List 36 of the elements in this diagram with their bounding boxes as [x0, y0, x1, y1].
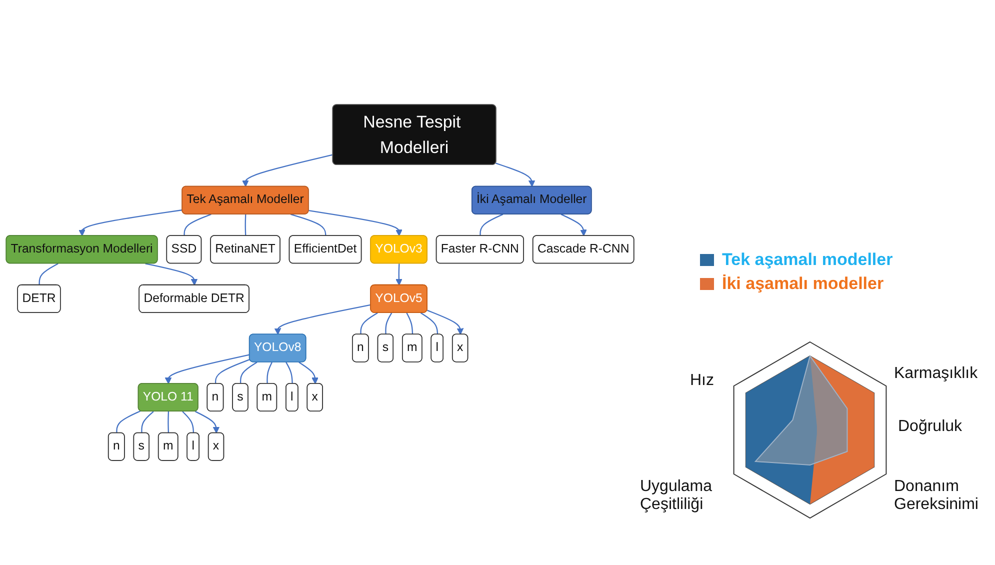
- axis-label: Karmaşıklık: [894, 365, 978, 383]
- connector: [38, 263, 58, 286]
- connector: [385, 312, 392, 335]
- connector: [240, 362, 258, 384]
- arrow: [242, 154, 334, 187]
- connector: [406, 312, 414, 335]
- arrow: [145, 263, 198, 286]
- connector: [168, 412, 170, 434]
- connector: [266, 362, 272, 384]
- arrow: [396, 264, 402, 286]
- connector: [214, 358, 250, 384]
- arrow: [560, 214, 587, 236]
- connector: [141, 411, 154, 434]
- connector: [116, 410, 141, 434]
- arrow: [496, 162, 536, 187]
- arrow: [298, 362, 318, 384]
- axis-label: Uygulama Çeşitliliği: [640, 478, 714, 514]
- axis-label: Hız: [690, 372, 714, 390]
- connector: [290, 214, 326, 236]
- connector: [360, 312, 378, 334]
- arrow: [195, 410, 220, 434]
- axis-label: Doğruluk: [898, 418, 962, 436]
- arrow: [274, 304, 372, 335]
- arrow: [427, 310, 464, 335]
- legend-text: İki aşamalı modeller: [722, 274, 884, 294]
- axis-label: Donanım Gereksinimi: [894, 478, 980, 514]
- connector: [244, 214, 246, 236]
- connector: [480, 214, 504, 236]
- connector: [420, 312, 438, 334]
- arrow: [164, 354, 250, 384]
- arrow: [78, 209, 183, 236]
- legend-text: Tek aşamalı modeller: [722, 250, 893, 270]
- connector: [184, 214, 212, 236]
- connector: [286, 362, 293, 384]
- arrow: [308, 210, 402, 236]
- connector: [182, 411, 194, 434]
